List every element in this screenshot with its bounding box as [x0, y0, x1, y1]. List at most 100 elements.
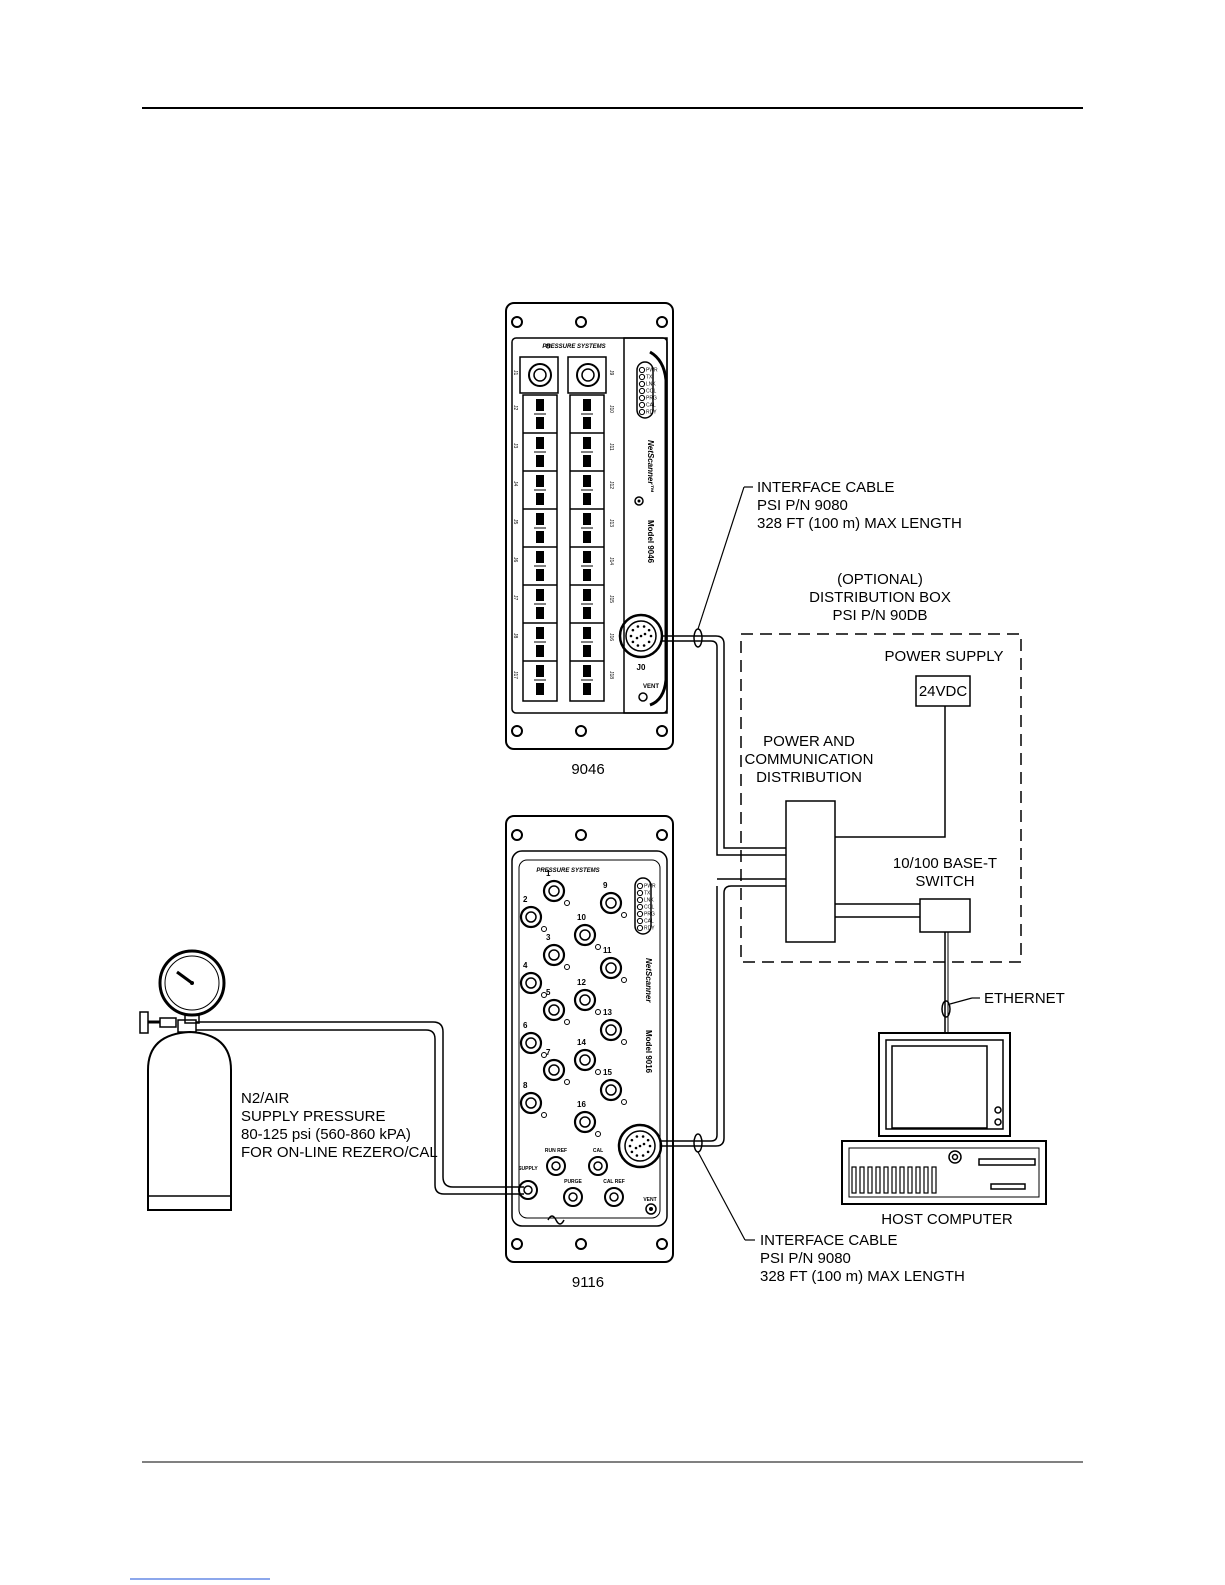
pressure-port: 13: [599, 1008, 627, 1045]
jack-label: J9: [608, 370, 614, 376]
power-supply-box: [915, 675, 971, 707]
jack-label: J10: [608, 405, 614, 413]
pressure-port: 14: [573, 1038, 601, 1075]
status-led: [636, 896, 644, 904]
product-name: NetScanner: [644, 958, 653, 1003]
gas-line4: FOR ON-LINE REZERO/CAL: [241, 1144, 438, 1161]
port-number: 13: [603, 1008, 612, 1017]
led-label: RDY: [644, 926, 655, 932]
power-supply-voltage: 24VDC: [919, 683, 968, 700]
status-led: [636, 882, 644, 890]
pressure-port: 9: [599, 881, 627, 918]
port-number: 5: [546, 988, 551, 997]
led-label: PRG: [644, 912, 655, 918]
pressure-port: 10: [573, 913, 601, 950]
port-number: 16: [577, 1100, 586, 1109]
status-led: [636, 903, 644, 911]
caption-9116: 9116: [572, 1274, 604, 1291]
cylinder-body: [147, 1030, 232, 1211]
computer-case: [841, 1140, 1047, 1205]
jack-label: J6: [512, 557, 518, 563]
pressure-port: 7: [542, 1048, 570, 1085]
port-number: 1: [546, 869, 551, 878]
jack-label: J5: [512, 519, 518, 525]
pressure-port: 16: [573, 1100, 601, 1137]
vent-port: [638, 692, 648, 702]
power-line: [835, 706, 946, 838]
status-led: [638, 380, 646, 388]
cal-ref-port: CAL REF: [603, 1179, 625, 1207]
cable-top-line2: PSI P/N 9080: [757, 497, 848, 514]
led-label: COL: [646, 389, 657, 395]
jack-labels: J1J2J3J4J5J6J7J8J17J9J10J11J12J13J14J15J…: [512, 370, 614, 679]
pressure-port: 11: [599, 946, 627, 983]
brand-label: PRESSURE SYSTEMS: [536, 868, 599, 874]
cable-bottom-line1: INTERFACE CABLE: [760, 1232, 898, 1249]
brand-label: PRESSURE SYSTEMS: [542, 344, 605, 350]
gas-line3: 80-125 psi (560-860 kPA): [241, 1126, 411, 1143]
power-comm-line3: DISTRIBUTION: [756, 769, 862, 786]
jack-label: J12: [608, 481, 614, 489]
supply-tube: [196, 1021, 524, 1188]
jack-label: J17: [512, 671, 518, 679]
status-led: [636, 889, 644, 897]
cable-top-line3: 328 FT (100 m) MAX LENGTH: [757, 515, 962, 532]
status-led: [638, 401, 646, 409]
status-led: [636, 924, 644, 932]
gas-line2: SUPPLY PRESSURE: [241, 1108, 386, 1125]
dist-box-line1: (OPTIONAL): [837, 571, 923, 588]
j9-connector: [576, 363, 600, 387]
regulator-knob: [139, 1011, 149, 1034]
cable-bottom-line3: 328 FT (100 m) MAX LENGTH: [760, 1268, 965, 1285]
host-computer-label: HOST COMPUTER: [881, 1211, 1013, 1228]
j1-connector: [528, 363, 552, 387]
pressure-port: 2: [519, 895, 547, 932]
jack-label: J18: [608, 671, 614, 679]
gas-cylinder: [139, 949, 232, 1211]
led-label: TX: [644, 891, 651, 897]
svg-text:VENT: VENT: [643, 1197, 656, 1203]
port-number: 7: [546, 1048, 551, 1057]
status-led: [638, 373, 646, 381]
status-led: [638, 387, 646, 395]
led-label: PWR: [646, 368, 658, 374]
led-label: CAL: [646, 403, 656, 409]
monitor-screen: [891, 1045, 988, 1129]
interface-cable-top: [662, 486, 786, 856]
status-led: [638, 366, 646, 374]
led-label: CAL: [644, 919, 654, 925]
jack-label: J15: [608, 595, 614, 603]
pressure-port: 8: [519, 1081, 547, 1118]
port-number: 9: [603, 881, 608, 890]
drive-bay-2: [990, 1183, 1026, 1190]
jack-label: J11: [608, 443, 614, 451]
jack-label: J1: [512, 370, 518, 376]
pressure-port: 1: [542, 869, 570, 906]
supply-port: SUPPLY: [518, 1166, 538, 1200]
jack-array: [523, 399, 604, 695]
mounting-holes: [511, 316, 668, 737]
jack-label: J7: [512, 595, 518, 601]
model-name: Model 9046: [646, 520, 655, 564]
pressure-port: 6: [519, 1021, 547, 1058]
cal-port: CAL: [588, 1148, 608, 1176]
dist-box-line3: PSI P/N 90DB: [832, 607, 927, 624]
jack-label: J16: [608, 633, 614, 641]
case-vents: [851, 1166, 937, 1194]
side-stripe: [649, 350, 668, 707]
purge-port: PURGE: [563, 1179, 583, 1207]
svg-text:CAL: CAL: [593, 1148, 603, 1154]
port-number: 3: [546, 933, 551, 942]
product-name: NetScanner™: [646, 440, 655, 492]
vent-port: VENT: [643, 1197, 657, 1215]
pressure-port: 15: [599, 1068, 627, 1105]
led-label: PWR: [644, 884, 656, 890]
jack-label: J13: [608, 519, 614, 527]
port-number: 14: [577, 1038, 586, 1047]
run-ref-port: RUN REF: [545, 1148, 567, 1176]
dist-box-line2: DISTRIBUTION BOX: [809, 589, 951, 606]
led-label: PRG: [646, 396, 657, 402]
